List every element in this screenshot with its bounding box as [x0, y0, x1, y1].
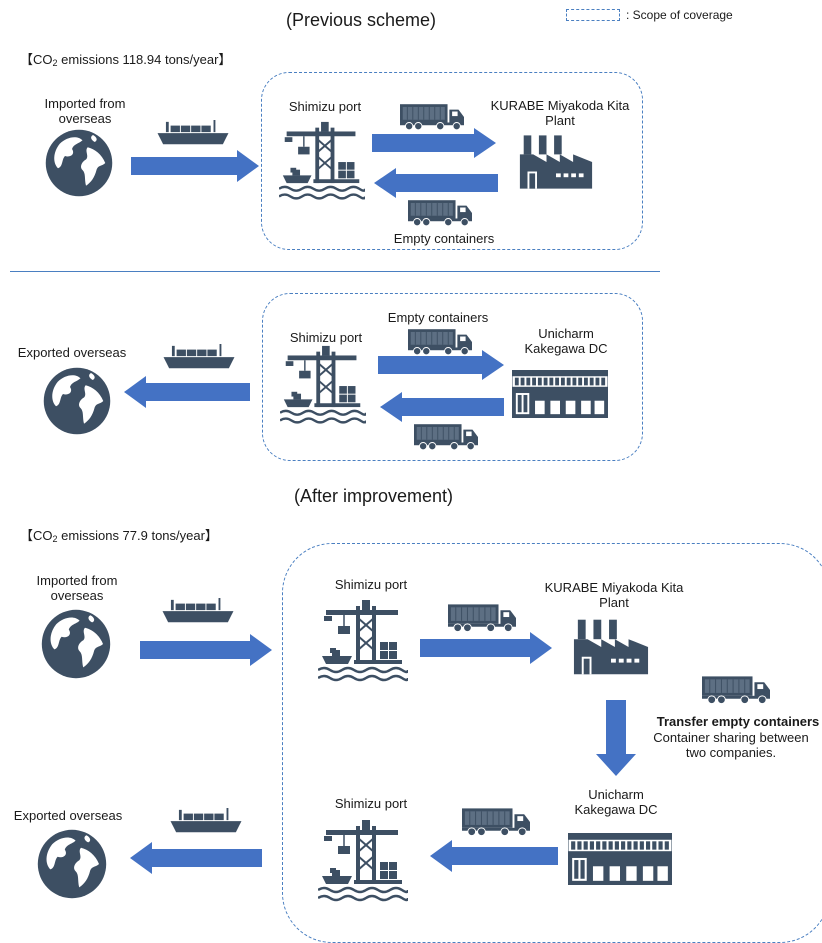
factory-icon — [572, 616, 650, 678]
export-destination-label: Exported overseas — [17, 345, 127, 360]
transfer-empty-containers-desc: Container sharing between two companies. — [653, 730, 809, 760]
previous-co2-emissions: 【CO2 emissions 118.94 tons/year】 — [20, 52, 232, 68]
transfer-empty-containers-title: Transfer empty containers — [656, 714, 820, 729]
previous-import-scope-box — [261, 72, 643, 250]
previous-export-empty-containers-label: Empty containers — [387, 310, 489, 325]
port-crane-icon — [318, 598, 408, 688]
transfer-down-arrow — [596, 700, 636, 776]
previous-export-forward-arrow — [378, 350, 504, 380]
after-export-port-label: Shimizu port — [334, 796, 408, 811]
factory-icon — [518, 132, 594, 192]
after-plant-label: KURABE Miyakoda Kita Plant — [544, 580, 684, 610]
previous-export-dc-label: Unicharm Kakegawa DC — [524, 326, 608, 356]
ship-icon — [154, 120, 232, 148]
after-co2-emissions: 【CO2 emissions 77.9 tons/year】 — [20, 528, 218, 544]
after-origin-label: Imported from overseas — [36, 573, 118, 603]
previous-import-port-label: Shimizu port — [288, 99, 362, 114]
after-export-arrow — [130, 842, 262, 874]
warehouse-icon — [512, 369, 608, 419]
truck-icon — [408, 200, 472, 226]
truck-icon — [462, 808, 530, 836]
after-import-arrow — [140, 634, 272, 666]
previous-import-return-arrow — [374, 168, 498, 198]
globe-icon — [36, 828, 108, 900]
after-export-return-arrow — [430, 840, 558, 872]
port-crane-icon — [280, 344, 366, 430]
truck-icon — [702, 676, 770, 704]
globe-icon — [44, 128, 114, 198]
previous-export-scope-box — [262, 293, 643, 461]
after-dc-label: Unicharm Kakegawa DC — [574, 787, 658, 817]
warehouse-icon — [568, 832, 672, 886]
port-crane-icon — [279, 120, 365, 206]
ship-icon — [160, 344, 238, 372]
import-origin-label: Imported from overseas — [44, 96, 126, 126]
scope-legend-swatch — [566, 9, 620, 21]
ship-icon — [158, 598, 238, 626]
globe-icon — [40, 608, 112, 680]
after-import-port-label: Shimizu port — [334, 577, 408, 592]
after-destination-label: Exported overseas — [13, 808, 123, 823]
port-crane-icon — [318, 818, 408, 908]
ship-icon — [166, 808, 246, 836]
previous-scheme-title: (Previous scheme) — [286, 10, 437, 30]
previous-import-forward-arrow — [372, 128, 496, 158]
previous-import-empty-containers-label: Empty containers — [393, 231, 495, 246]
import-arrow — [131, 150, 259, 182]
truck-icon — [448, 604, 516, 632]
after-import-forward-arrow — [420, 632, 552, 664]
export-arrow — [124, 376, 250, 408]
scope-legend-label: : Scope of coverage — [626, 8, 733, 22]
globe-icon — [42, 366, 112, 436]
truck-icon — [414, 424, 478, 450]
previous-export-return-arrow — [380, 392, 504, 422]
previous-import-plant-label: KURABE Miyakoda Kita Plant — [490, 98, 630, 128]
truck-icon — [400, 104, 464, 130]
after-improvement-title: (After improvement) — [294, 486, 454, 506]
section-divider — [10, 271, 660, 272]
previous-export-port-label: Shimizu port — [289, 330, 363, 345]
